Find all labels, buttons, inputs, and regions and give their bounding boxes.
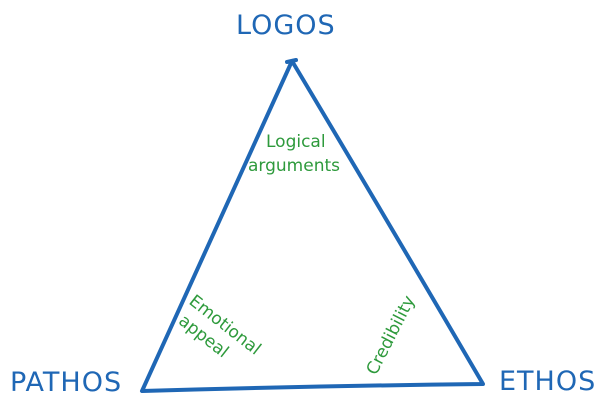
vertex-label-ethos: ETHOS — [499, 366, 596, 397]
triangle-outline — [140, 59, 485, 393]
annotation-logical: Logical — [266, 132, 326, 152]
annotation-arguments: arguments — [248, 156, 340, 176]
annotation-pathos-group: Emotional appeal — [175, 291, 265, 362]
vertex-label-pathos: PATHOS — [10, 367, 122, 398]
vertex-label-logos: LOGOS — [236, 10, 336, 41]
annotation-credibility: Credibility — [363, 292, 420, 378]
annotation-ethos-group: Credibility — [363, 292, 420, 378]
triangle-apex-stroke — [285, 58, 298, 64]
